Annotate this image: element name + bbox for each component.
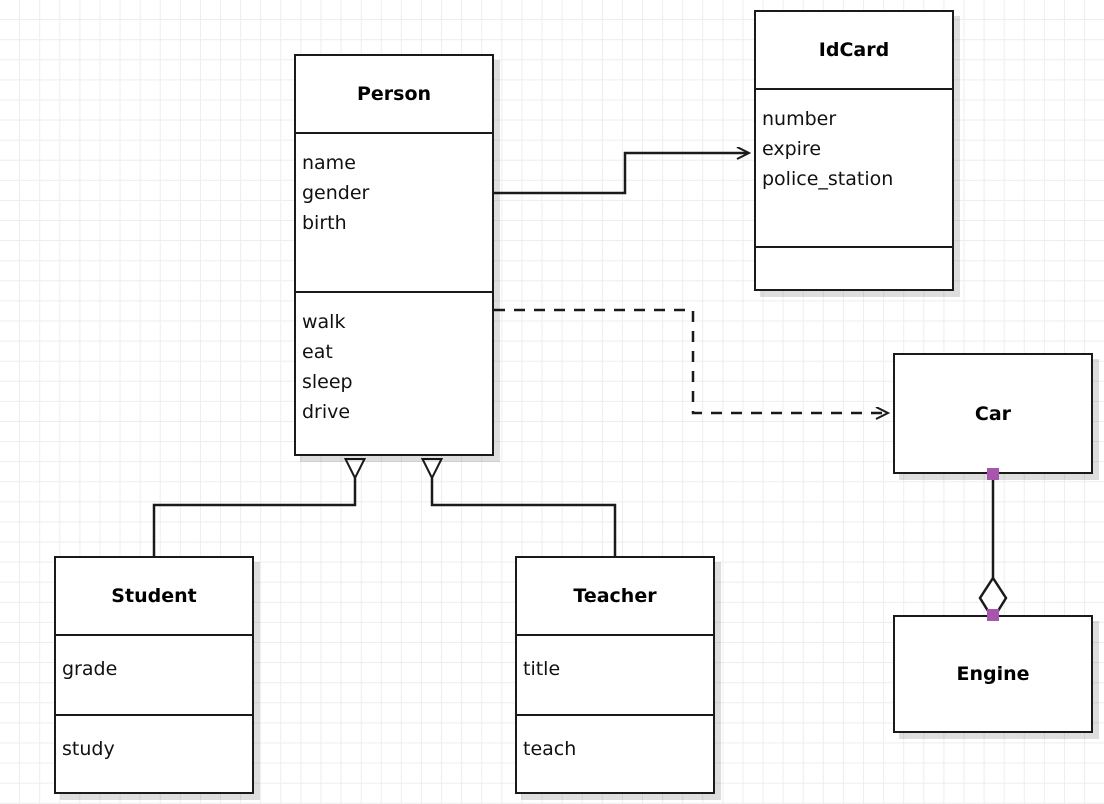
class-methods-idcard [756,246,952,289]
class-title-person: Person [356,83,432,105]
method-item: teach [523,738,577,760]
class-methods-person: walk eat sleep drive [296,291,492,454]
edge-endpoint-marker-car[interactable] [987,468,999,480]
class-methods-teacher: teach [517,714,713,792]
attribute-item: number [762,108,837,130]
class-box-idcard[interactable]: IdCard number expire police_station [754,10,954,291]
class-title-student: Student [111,585,197,607]
edge-car-engine[interactable] [978,474,1008,622]
edge-student-person[interactable] [152,478,355,556]
class-box-teacher[interactable]: Teacher title teach [515,556,715,794]
edge-endpoint-marker-engine[interactable] [987,609,999,621]
method-item: walk [302,311,346,333]
attribute-item: police_station [762,168,894,190]
class-attributes-teacher: title [517,634,713,714]
attribute-item: gender [302,182,370,204]
method-item: study [62,738,115,760]
class-attributes-idcard: number expire police_station [756,88,952,246]
attribute-item: birth [302,212,347,234]
class-attributes-student: grade [56,634,252,714]
attribute-item: grade [62,658,118,680]
class-methods-student: study [56,714,252,792]
class-box-engine[interactable]: Engine [893,615,1093,733]
edge-teacher-person[interactable] [432,478,617,556]
attribute-item: expire [762,138,822,160]
edge-person-car[interactable] [494,308,887,413]
method-item: drive [302,401,351,423]
class-title-engine: Engine [956,663,1030,685]
class-title-idcard: IdCard [818,39,890,61]
class-title-teacher: Teacher [573,585,657,607]
method-item: eat [302,341,333,363]
class-box-car[interactable]: Car [893,353,1093,474]
class-attributes-person: name gender birth [296,132,492,291]
attribute-item: name [302,152,356,174]
class-box-person[interactable]: Person name gender birth walk eat sleep … [294,54,494,456]
method-item: sleep [302,371,353,393]
edge-person-idcard[interactable] [494,153,748,195]
attribute-item: title [523,658,561,680]
class-title-car: Car [974,402,1012,425]
class-box-student[interactable]: Student grade study [54,556,254,794]
